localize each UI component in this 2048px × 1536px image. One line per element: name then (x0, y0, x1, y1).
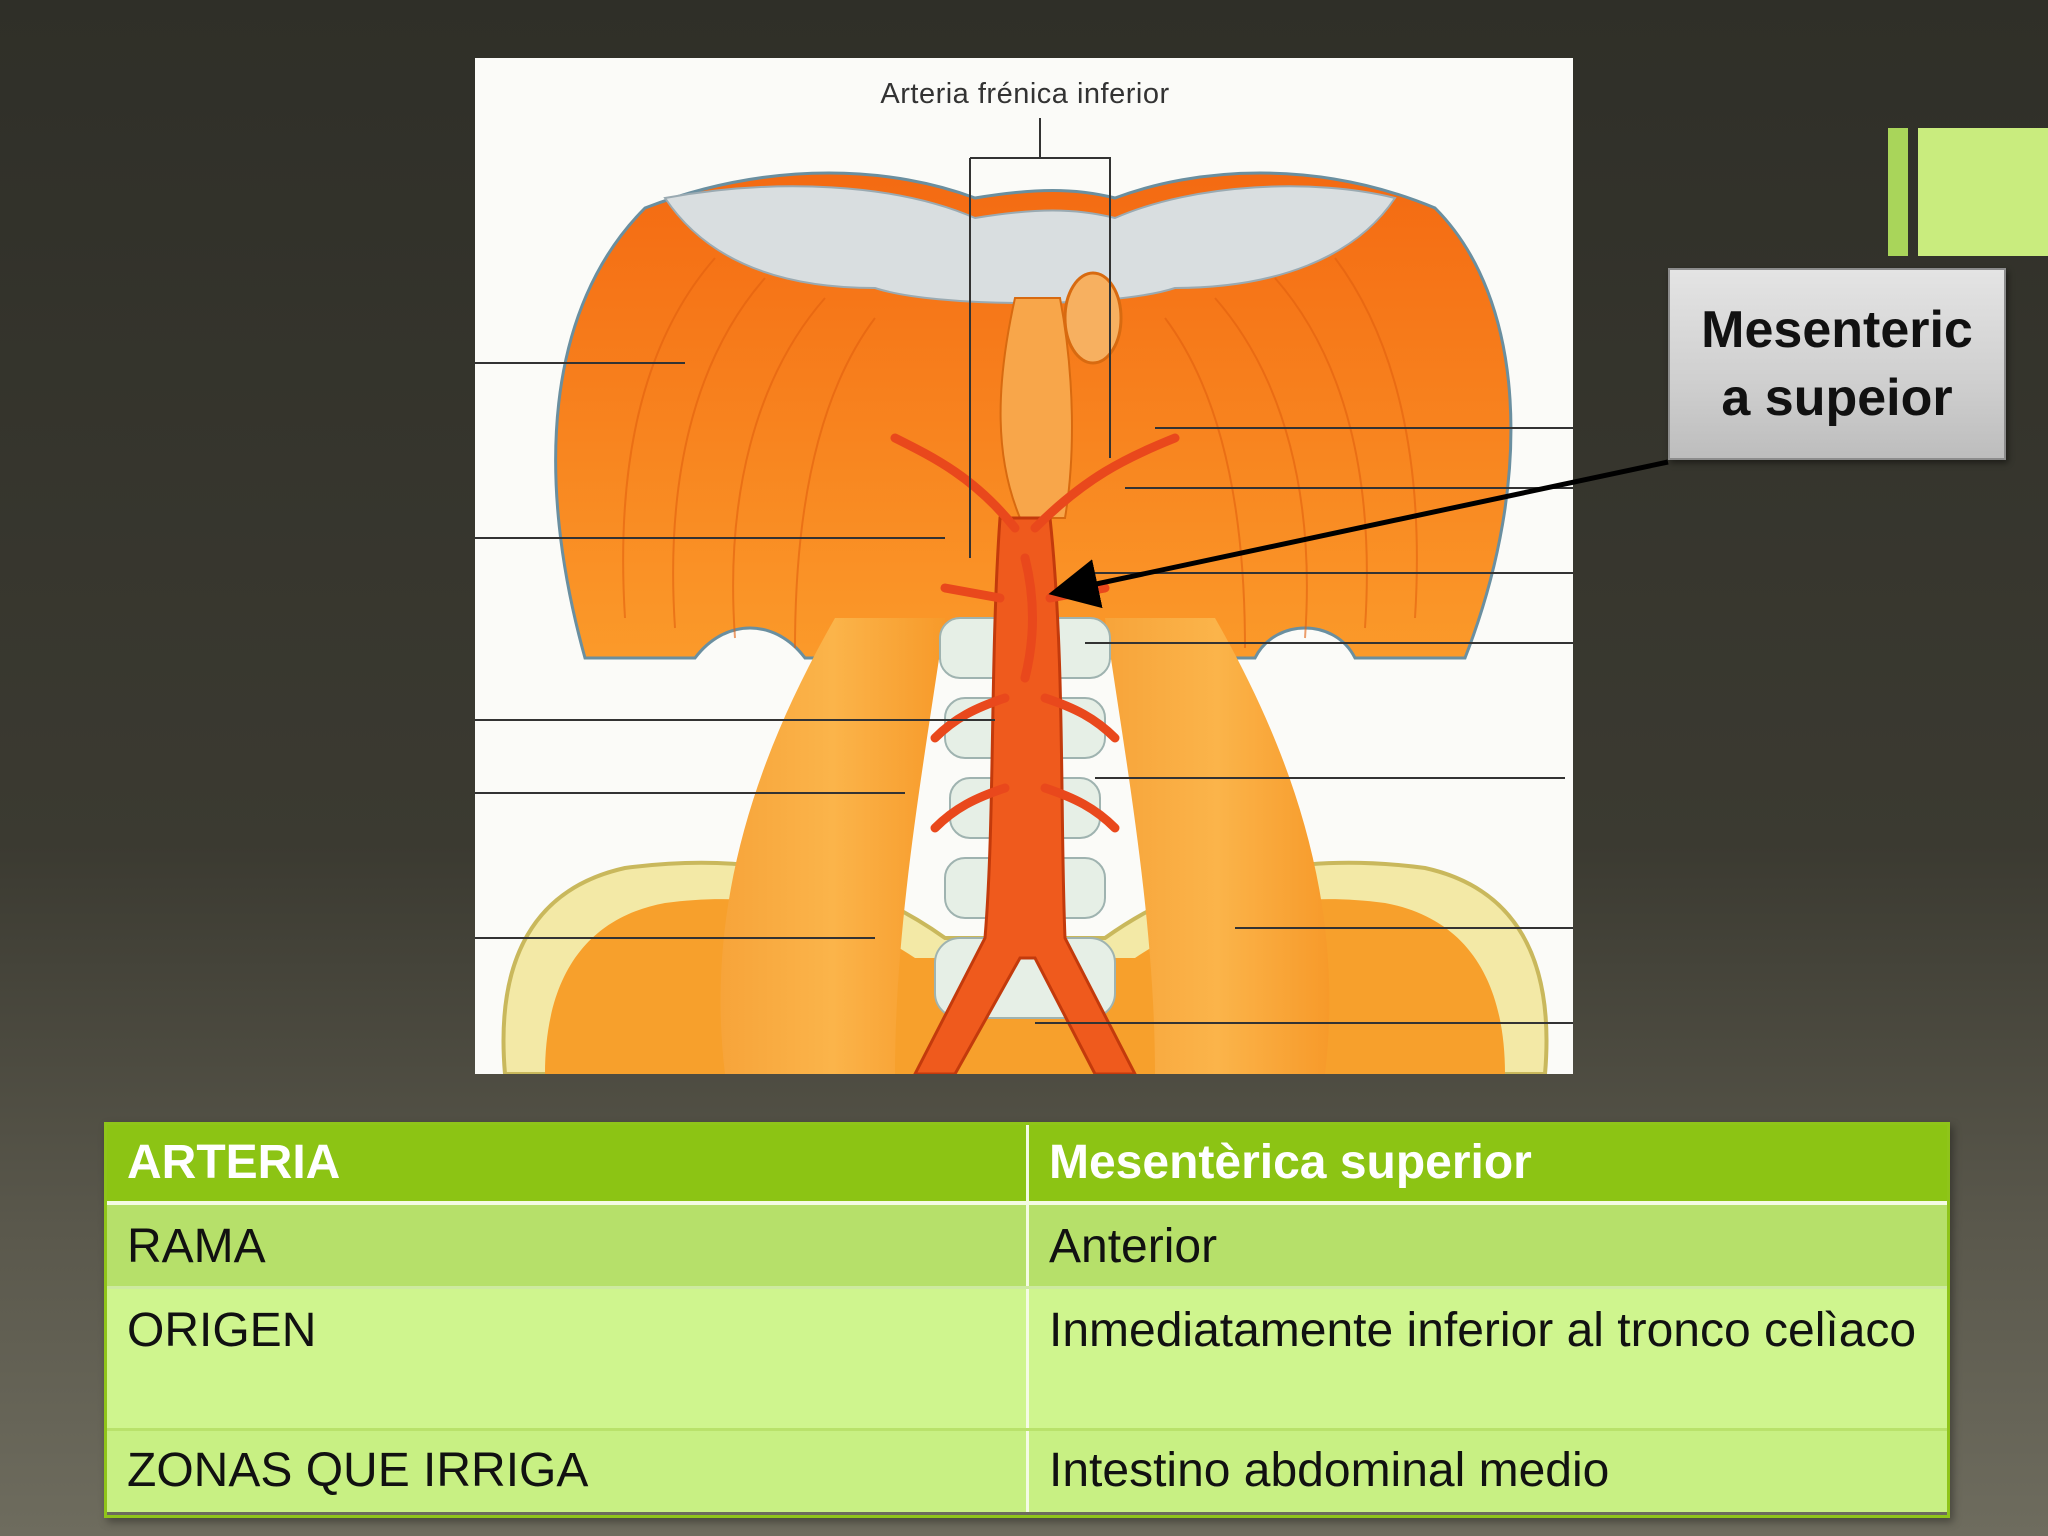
table-header-cell: ARTERIA (107, 1125, 1029, 1201)
callout-box: Mesenteric a supeior (1668, 268, 2006, 460)
table-cell-value: Intestino abdominal medio (1049, 1444, 1610, 1497)
table-row: ORIGEN Inmediatamente inferior al tronco… (107, 1289, 1947, 1431)
anatomy-figure: Arteria frénica inferior (475, 58, 1573, 1074)
table-row: RAMA Anterior (107, 1205, 1947, 1289)
table-cell-label: ZONAS QUE IRRIGA (107, 1431, 1029, 1512)
table-cell-value: Inmediatamente inferior al tronco celìac… (1049, 1304, 1917, 1357)
artery-info-table: ARTERIA Mesentèrica superior RAMA Anteri… (104, 1122, 1950, 1518)
table-header-row: ARTERIA Mesentèrica superior (107, 1125, 1947, 1205)
diaphragm-aorta-illustration (475, 118, 1573, 1074)
table-row: ZONAS QUE IRRIGA Intestino abdominal med… (107, 1431, 1947, 1512)
figure-label: Arteria frénica inferior (880, 78, 1170, 110)
accent-bar-narrow (1888, 128, 1908, 256)
table-header-cell: Mesentèrica superior (1049, 1136, 1532, 1189)
table-cell-label: RAMA (107, 1205, 1029, 1286)
callout-text: Mesenteric a supeior (1701, 301, 1973, 427)
table-cell-value: Anterior (1049, 1220, 1218, 1273)
accent-bar-wide (1918, 128, 2048, 256)
table-cell-label: ORIGEN (107, 1289, 1029, 1428)
